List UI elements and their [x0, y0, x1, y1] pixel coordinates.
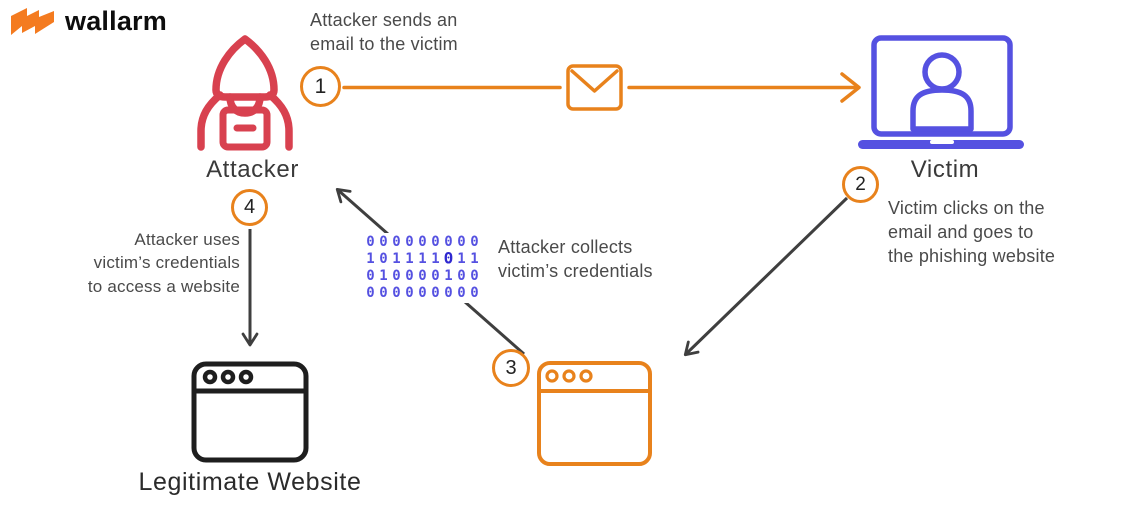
arrow-attacker-to-legitimate: [241, 229, 259, 347]
legitimate-website-label: Legitimate Website: [138, 468, 362, 496]
victim-label: Victim: [910, 156, 980, 183]
step2-line1: Victim clicks on the: [888, 198, 1045, 218]
step3-line2: victim’s credentials: [498, 260, 653, 281]
wallarm-logo: wallarm: [10, 6, 167, 37]
envelope-icon: [566, 64, 623, 111]
step3-line1: Attacker collects: [498, 237, 633, 257]
step1-annotation: Attacker sends an email to the victim: [310, 9, 458, 57]
step-circle-4: 4: [231, 189, 268, 226]
step2-number: 2: [855, 173, 866, 195]
step1-line2: email to the victim: [310, 33, 458, 54]
step-circle-1: 1: [300, 66, 341, 107]
email-arrow: [342, 64, 861, 111]
step1-number: 1: [314, 74, 327, 98]
step-circle-3: 3: [492, 349, 530, 387]
laptop-user-icon: [858, 35, 1024, 149]
step2-line2: email and goes to: [888, 221, 1034, 242]
step3-number: 3: [505, 356, 517, 379]
step-circle-2: 2: [842, 166, 879, 203]
wallarm-logo-icon: [11, 7, 54, 35]
browser-window-black-icon: [191, 361, 309, 463]
step4-annotation: Attacker uses victim’s credentials to ac…: [56, 228, 240, 298]
attacker-label: Attacker: [206, 156, 299, 183]
arrow-victim-to-phishing: [683, 196, 849, 357]
step4-line3: to access a website: [87, 276, 240, 296]
step4-number: 4: [243, 196, 256, 218]
arrowhead-right-icon: [840, 72, 861, 103]
hooded-attacker-laptop-icon: [197, 35, 293, 151]
brand-name: wallarm: [65, 6, 167, 36]
step2-annotation: Victim clicks on the email and goes to t…: [888, 197, 1055, 268]
step2-line3: the phishing website: [888, 245, 1056, 266]
browser-window-orange-icon: [537, 361, 652, 466]
step4-line1: Attacker uses: [134, 230, 240, 249]
step1-line1: Attacker sends an: [310, 10, 458, 30]
step3-annotation: Attacker collects victim’s credentials: [498, 236, 653, 284]
step4-line2: victim’s credentials: [93, 253, 240, 273]
